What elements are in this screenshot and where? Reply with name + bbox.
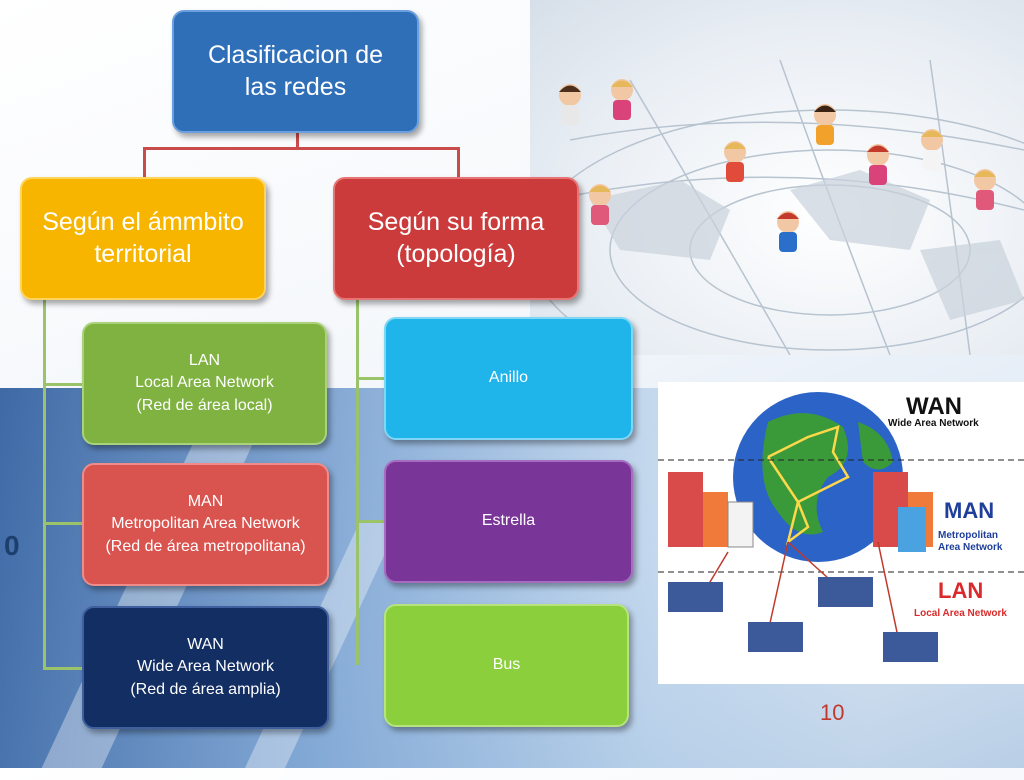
topologia-node: Según su forma (topología) — [333, 177, 579, 300]
man-subtitle-1: Metropolitan — [938, 530, 998, 541]
lan-node: LAN Local Area Network (Red de área loca… — [82, 322, 327, 445]
wan-subtitle: Wide Area Network — [888, 418, 979, 429]
man-label: MAN Metropolitan Area Network (Red de ár… — [105, 492, 306, 555]
bus-node: Bus — [384, 604, 629, 727]
bus-label: Bus — [492, 656, 521, 674]
connector — [296, 133, 299, 149]
connector — [143, 147, 146, 177]
root-node: Clasificacion de las redes — [172, 10, 419, 133]
connector — [356, 300, 359, 665]
network-types-illustration: WAN Wide Area Network MAN Metropolitan A… — [658, 382, 1024, 684]
anillo-node: Anillo — [384, 317, 633, 440]
connector — [143, 147, 460, 150]
root-label: Clasificacion de las redes — [207, 41, 384, 101]
connector — [356, 377, 386, 380]
background-digit: 0 — [4, 530, 20, 561]
man-subtitle-2: Area Network — [938, 542, 1003, 553]
wan-node: WAN Wide Area Network (Red de área ampli… — [82, 606, 329, 729]
lan-label: LAN Local Area Network (Red de área loca… — [135, 351, 274, 414]
connector — [43, 383, 83, 386]
man-node: MAN Metropolitan Area Network (Red de ár… — [82, 463, 329, 586]
territorial-label: Según el ámmbito territorial — [42, 208, 244, 268]
page-number: 10 — [820, 700, 845, 725]
connector — [43, 522, 83, 525]
lan-subtitle: Local Area Network — [914, 608, 1007, 619]
wan-label: WAN Wide Area Network (Red de área ampli… — [130, 635, 281, 698]
man-title: MAN — [944, 498, 994, 523]
estrella-node: Estrella — [384, 460, 633, 583]
topologia-label: Según su forma (topología) — [367, 208, 545, 268]
wan-title: WAN — [906, 393, 962, 420]
connector — [356, 520, 386, 523]
estrella-label: Estrella — [481, 512, 536, 530]
people-network-photo — [529, 0, 1024, 391]
lan-title: LAN — [938, 578, 983, 603]
connector — [43, 667, 83, 670]
anillo-label: Anillo — [488, 369, 529, 387]
connector — [457, 147, 460, 177]
connector — [43, 300, 46, 670]
territorial-node: Según el ámmbito territorial — [20, 177, 266, 300]
